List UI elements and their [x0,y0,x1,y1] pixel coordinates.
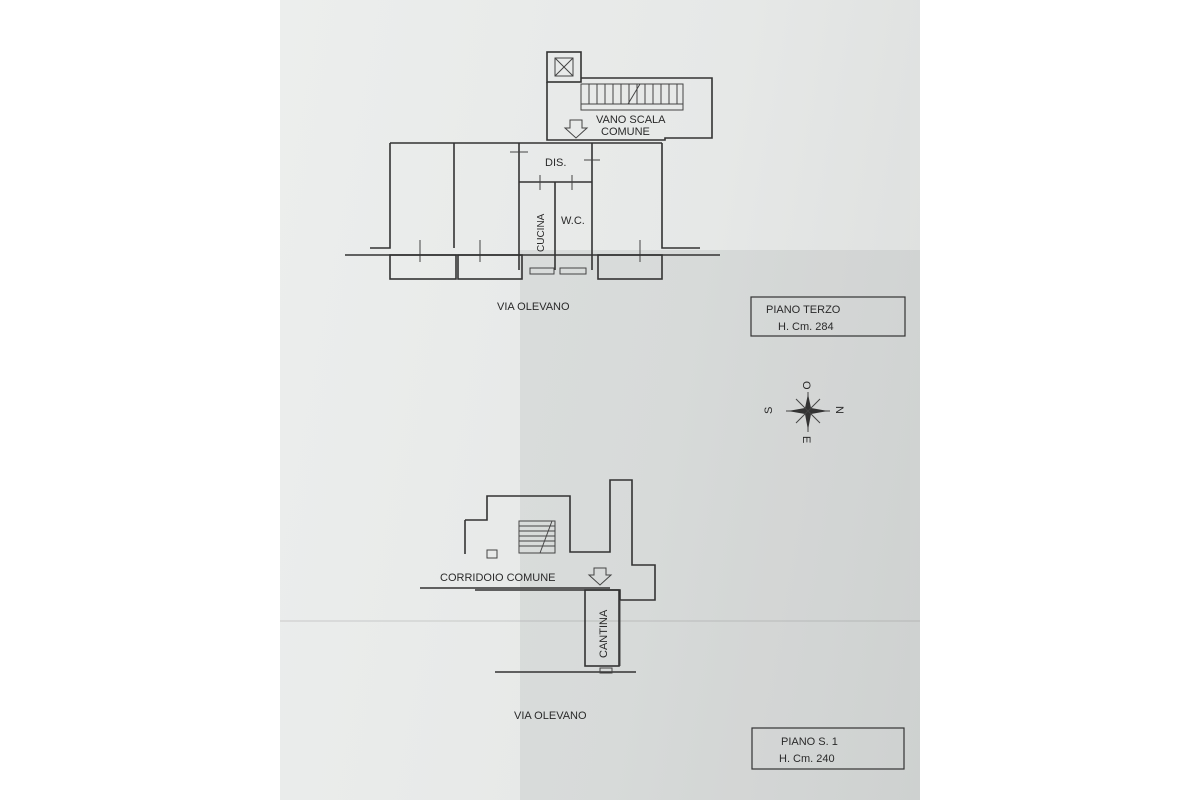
compass-needle-e [808,408,828,414]
stairs-upper [580,83,684,105]
wc-window [559,267,587,275]
lower-floor-height: H. Cm. 240 [779,753,835,765]
compass-east-label: E [800,436,812,443]
entrance-arrow-icon [563,119,589,139]
upper-street-label: VIA OLEVANO [497,301,570,313]
stairwell-label-1: VANO SCALA [596,114,666,126]
apartment-wall-left [370,143,391,249]
paper-fold [280,620,920,622]
lower-title-box [751,727,905,770]
stairwell-label-2: COMUNE [601,126,650,138]
upper-floor-height: H. Cm. 284 [778,321,834,333]
basement-stairs [518,520,556,554]
lower-street-label: VIA OLEVANO [514,710,587,722]
cellar-room [584,589,620,667]
corridor-label: CORRIDOIO COMUNE [440,572,556,584]
lower-floor-name: PIANO S. 1 [781,736,838,748]
basement-stair-treads [519,520,555,554]
balcony-1 [389,254,457,280]
balcony-3 [597,254,663,280]
lower-floor-plan: CORRIDOIO COMUNE CANTINA VIA OLEVANO PIA… [420,479,905,770]
compass-north-label: N [833,406,845,414]
compass-needle-n [805,394,811,411]
compass-rose: O N S E [763,381,845,443]
cellar-vent [599,667,613,674]
compass-south-label: S [763,407,775,414]
compass-needle-s [805,411,811,430]
room-wc-label: W.C. [561,215,585,227]
basement-outline [465,479,656,601]
room-kitchen-label: CUCINA [536,213,547,252]
cellar-entrance-arrow-icon [587,567,613,586]
upper-floor-name: PIANO TERZO [766,304,841,316]
upper-floor-plan: VANO SCALA COMUNE DIS. W.C. CUCINA VIA O… [345,51,906,337]
balcony-2 [457,254,523,280]
apartment-wall-right [661,143,700,249]
basement-pillar [486,549,498,559]
room-dis-label: DIS. [545,157,566,169]
compass-needle-w [788,408,808,414]
elevator-car [554,57,574,77]
kitchen-window [529,267,555,275]
elevator-shaft [546,51,582,83]
stair-treads [588,83,678,105]
elevator-cross-b [554,57,574,77]
stairwell-outline [546,77,713,141]
stairs-landing [580,103,684,111]
compass-west-label: O [800,381,812,390]
upper-title-box [750,296,906,337]
cellar-label: CANTINA [598,609,610,658]
